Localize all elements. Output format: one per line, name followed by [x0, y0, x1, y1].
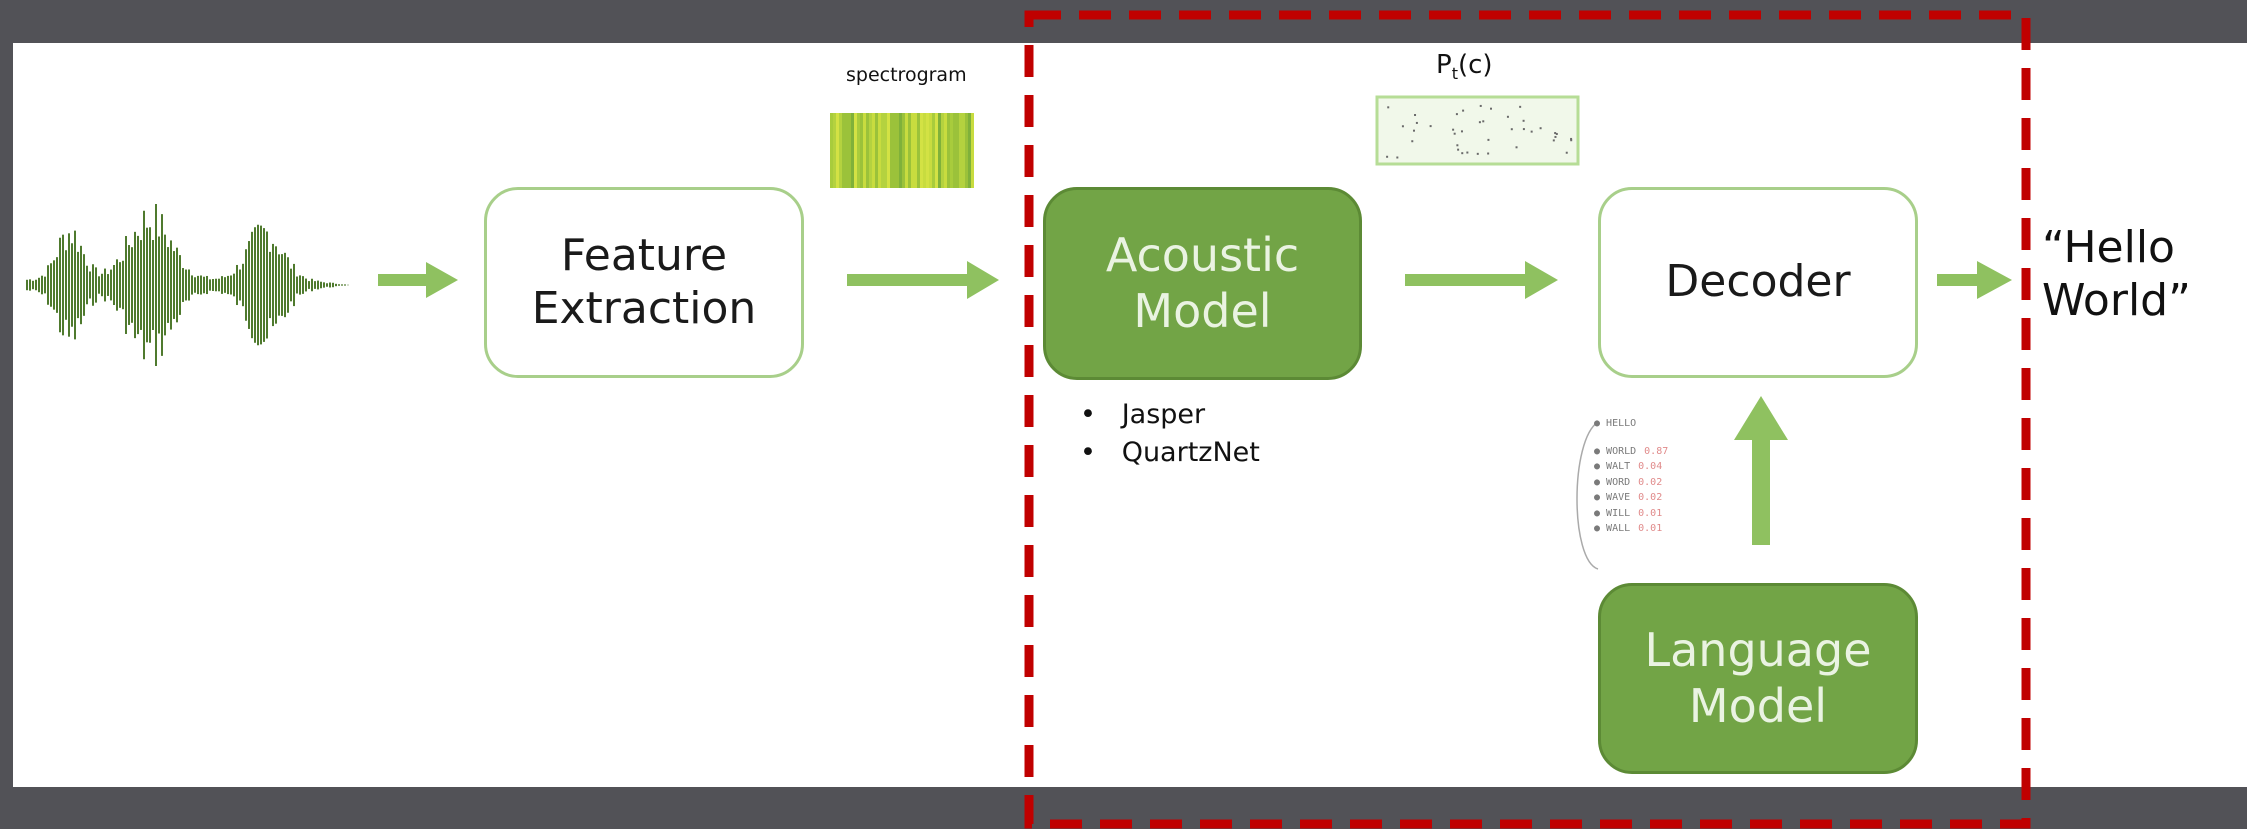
acoustic-model-list-item: • QuartzNet: [1080, 437, 1260, 468]
language-model-tree-lines: [1576, 421, 1599, 570]
arrow-waveform-to-feature: [378, 262, 458, 298]
spectrogram-image: [830, 113, 974, 188]
audio-waveform: [26, 203, 349, 367]
probability-label-sub: t: [1451, 64, 1458, 84]
lm-candidate-word: WORD: [1606, 476, 1631, 488]
output-text: “Hello World”: [2042, 222, 2191, 326]
lm-head-word-text: HELLO: [1606, 418, 1637, 429]
acoustic-model-list-item: • Jasper: [1080, 399, 1206, 430]
lm-candidate-prob: 0.04: [1638, 461, 1663, 472]
feature-extraction-label: Feature Extraction: [531, 229, 757, 334]
spectrogram-label: spectrogram: [846, 64, 967, 86]
probability-label: Pt(c): [1436, 50, 1493, 83]
decoder-box: Decoder: [1598, 187, 1918, 378]
language-model-box: Language Model: [1598, 583, 1918, 774]
acoustic-model-list: • Jasper • QuartzNet: [1080, 396, 1260, 472]
lm-candidate-prob: 0.01: [1638, 507, 1663, 519]
arrow-language-to-decoder: [1734, 396, 1788, 545]
lm-candidate-word: WAVE: [1606, 492, 1631, 503]
arrow-decoder-to-output: [1937, 261, 2012, 299]
lm-candidate-prob: 0.02: [1638, 476, 1663, 488]
acoustic-model-name: Jasper: [1121, 399, 1206, 430]
probability-matrix-image: [1375, 95, 1580, 166]
arrow-acoustic-to-decoder: [1405, 261, 1558, 299]
probability-label-main: P: [1436, 50, 1452, 80]
lm-candidate-word: WORLD: [1606, 445, 1637, 457]
lm-candidate-word: WILL: [1606, 507, 1631, 519]
decoder-label: Decoder: [1665, 256, 1851, 308]
lm-candidate-prob: 0.01: [1638, 523, 1663, 534]
probability-label-rest: (c): [1457, 50, 1493, 80]
highlight-region-border: [1024, 10, 2031, 829]
acoustic-model-label: Acoustic Model: [1105, 228, 1300, 338]
lm-candidate-prob: 0.02: [1638, 492, 1663, 503]
lm-candidate-word: WALT: [1606, 461, 1631, 472]
lm-candidate-prob: 0.87: [1644, 445, 1669, 457]
acoustic-model-box: Acoustic Model: [1043, 187, 1362, 380]
lm-head-word: ● HELLO: [1594, 418, 1637, 429]
arrow-feature-to-acoustic: [847, 261, 999, 299]
language-model-label: Language Model: [1644, 623, 1872, 733]
acoustic-model-name: QuartzNet: [1121, 437, 1260, 468]
feature-extraction-box: Feature Extraction: [484, 187, 804, 378]
lm-candidate-word: WALL: [1606, 523, 1631, 534]
